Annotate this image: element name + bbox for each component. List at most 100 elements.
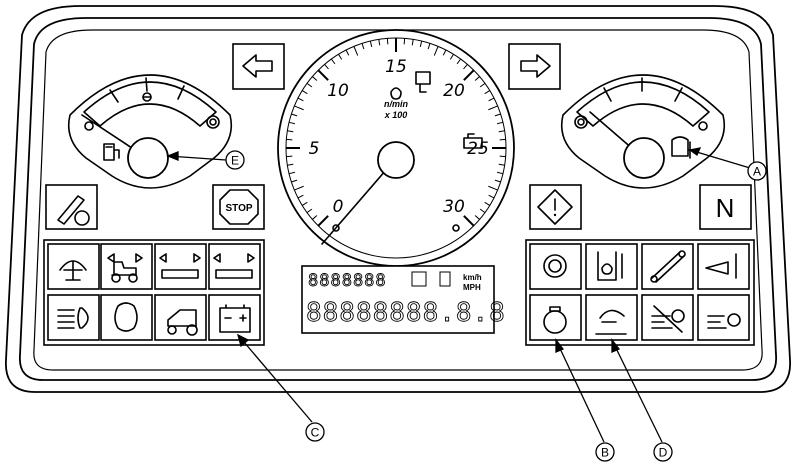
tachometer-tick xyxy=(463,69,475,81)
tachometer-tick xyxy=(288,171,295,175)
callout-e: E xyxy=(225,150,245,170)
belt-icon xyxy=(651,251,685,283)
tachometer-needle xyxy=(321,169,387,245)
tachometer-tick xyxy=(494,113,501,117)
right-turn-indicator xyxy=(508,43,561,90)
tachometer-tick-label: 15 xyxy=(385,57,407,77)
fuel-needle xyxy=(81,114,139,153)
tachometer-tick xyxy=(479,82,486,88)
callout-d: D xyxy=(653,442,673,462)
tachometer-tick xyxy=(287,130,294,133)
tachometer-tick xyxy=(488,194,495,199)
tachometer-tick xyxy=(488,105,498,111)
tachometer-tick-label: 0 xyxy=(333,197,344,217)
tachometer-tick xyxy=(317,215,329,227)
tachometer-tick xyxy=(442,49,447,56)
tachometer-tick xyxy=(463,64,468,70)
tachometer-tick xyxy=(330,58,336,65)
tachometer-tick-label: 10 xyxy=(327,81,349,101)
cluster-housing xyxy=(5,5,791,393)
engine-warning-icon xyxy=(415,71,431,93)
svg-text:B: B xyxy=(601,446,609,460)
tachometer-tick xyxy=(419,40,423,47)
lcd-unit-mph: MPH xyxy=(463,283,481,292)
temperature-needle xyxy=(589,111,635,151)
engine-oil-icon xyxy=(390,87,402,100)
tachometer-tick xyxy=(497,121,504,125)
lcd-bottom-digits: 88888888.8.8 xyxy=(306,298,506,328)
lcd-top-digits: 8888888 xyxy=(308,271,387,291)
park-brake-icon xyxy=(59,260,87,281)
tachometer-unit: n/min xyxy=(384,99,409,109)
callout-b: B xyxy=(595,442,615,462)
tachometer-tick xyxy=(287,163,294,166)
svg-text:E: E xyxy=(231,154,239,168)
tachometer-tick xyxy=(294,105,304,111)
headlight-icon xyxy=(57,307,89,329)
differential-lock-icon xyxy=(114,302,138,332)
air-filter-icon xyxy=(543,254,567,278)
tachometer-tick xyxy=(353,46,359,56)
tachometer-tick xyxy=(324,64,329,70)
tachometer-tick xyxy=(294,185,304,191)
neutral-indicator: N xyxy=(716,193,735,223)
fuel-gauge xyxy=(67,74,233,189)
tachometer-tick xyxy=(297,97,304,102)
tachometer-tick xyxy=(297,194,304,199)
tachometer-tick xyxy=(306,208,313,214)
left-turn-indicator xyxy=(232,43,285,90)
left-arrow-icon xyxy=(242,54,273,78)
tachometer-tick xyxy=(306,82,313,88)
tachometer-tick xyxy=(488,97,495,102)
tachometer-tick xyxy=(291,179,298,183)
trailer-1-turn-icon xyxy=(159,253,201,279)
tachometer-tick xyxy=(498,163,505,166)
engine-overheat-icon xyxy=(463,133,483,149)
hydraulic-oil-icon xyxy=(597,251,623,281)
tachometer-tick xyxy=(338,53,343,60)
tractor-reverse-icon xyxy=(167,309,197,327)
tachometer-tick xyxy=(456,58,462,65)
tachometer-tick xyxy=(301,90,308,95)
tachometer-tick xyxy=(378,39,381,46)
svg-text:A: A xyxy=(753,165,761,179)
air-filter-blocked-icon xyxy=(651,305,683,333)
tachometer-tick-label: 25 xyxy=(467,139,489,159)
tachometer-tick xyxy=(361,43,365,50)
callout-c: C xyxy=(305,422,325,442)
tachometer-tick xyxy=(312,76,318,81)
tachometer-tick xyxy=(479,208,486,214)
battery-icon xyxy=(219,304,251,333)
tachometer-tick xyxy=(484,90,491,95)
temperature-gauge-hub xyxy=(623,137,665,179)
coolant-temperature-icon xyxy=(671,136,693,159)
tachometer-tick xyxy=(494,179,501,183)
tachometer-tick xyxy=(498,130,505,133)
lcd-display: 8888888 km/h MPH 88888888.8.8 xyxy=(301,265,506,334)
tachometer-tick-label: 20 xyxy=(443,81,465,101)
fuel-pump-icon xyxy=(103,143,120,161)
right-arrow-icon xyxy=(520,54,551,78)
tachometer-tick xyxy=(449,53,454,60)
tachometer-tick xyxy=(497,171,504,175)
tachometer-tick xyxy=(488,185,498,191)
tachometer-tick xyxy=(411,39,414,46)
fuel-gauge-hub xyxy=(127,137,169,179)
tachometer-tick xyxy=(484,201,491,206)
tachometer-tick xyxy=(474,76,480,81)
tachometer-ticks xyxy=(286,38,506,227)
lcd-hourglass-symbol xyxy=(439,271,451,287)
coolant-temperature-gauge xyxy=(560,74,726,189)
lcd-oil-symbol xyxy=(411,271,427,287)
right-indicator-panel: N xyxy=(525,184,755,346)
left-indicator-panel: STOP xyxy=(43,184,265,346)
tachometer-tick xyxy=(288,121,295,125)
glow-plug-icon xyxy=(57,195,85,225)
svg-text:C: C xyxy=(311,426,320,440)
callout-a: A xyxy=(747,161,767,181)
tachometer-hub xyxy=(377,141,415,179)
tachometer-tick xyxy=(433,46,439,56)
steering-icon xyxy=(595,309,627,335)
